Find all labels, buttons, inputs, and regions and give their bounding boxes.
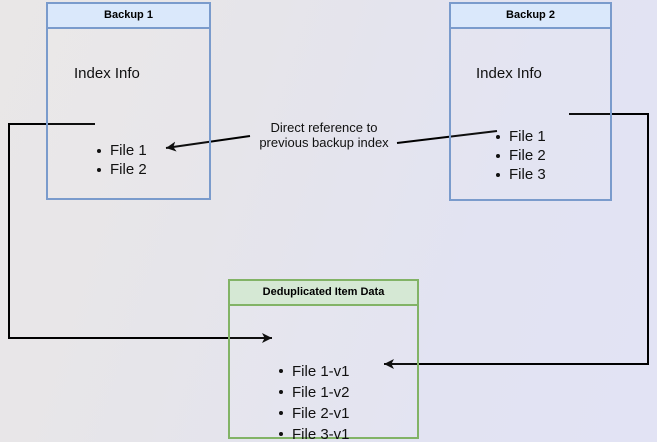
list-item: File 2	[495, 146, 546, 165]
backup-2-index-info-label: Index Info	[476, 65, 542, 82]
list-item: File 2	[96, 160, 147, 179]
list-item: File 2-v1	[278, 403, 350, 424]
list-item: File 1-v2	[278, 382, 350, 403]
backup-1-file-list: File 1 File 2	[96, 141, 147, 179]
list-item: File 1-v1	[278, 361, 350, 382]
deduplicated-file-list: File 1-v1 File 1-v2 File 2-v1 File 3-v1	[278, 361, 350, 442]
list-item: File 1	[96, 141, 147, 160]
backup-2-file-list: File 1 File 2 File 3	[495, 127, 546, 184]
node-deduplicated-item-data[interactable]: Deduplicated Item Data File 1-v1 File 1-…	[228, 279, 419, 442]
node-backup-1-header: Backup 1	[48, 4, 209, 29]
node-backup-1[interactable]: Backup 1 Index Info File 1 File 2	[46, 2, 211, 200]
backup-1-index-info-label: Index Info	[74, 65, 140, 82]
list-item: File 3-v1	[278, 424, 350, 442]
direct-reference-annotation: Direct reference to previous backup inde…	[249, 120, 399, 150]
direct-reference-annotation-line-1: Direct reference to	[270, 120, 378, 135]
node-backup-2[interactable]: Backup 2 Index Info File 1 File 2 File 3	[449, 2, 612, 201]
list-item: File 3	[495, 165, 546, 184]
direct-reference-annotation-line-2: previous backup index	[259, 135, 389, 150]
list-item: File 1	[495, 127, 546, 146]
node-backup-2-header: Backup 2	[451, 4, 610, 29]
node-deduplicated-item-data-header: Deduplicated Item Data	[230, 281, 417, 306]
